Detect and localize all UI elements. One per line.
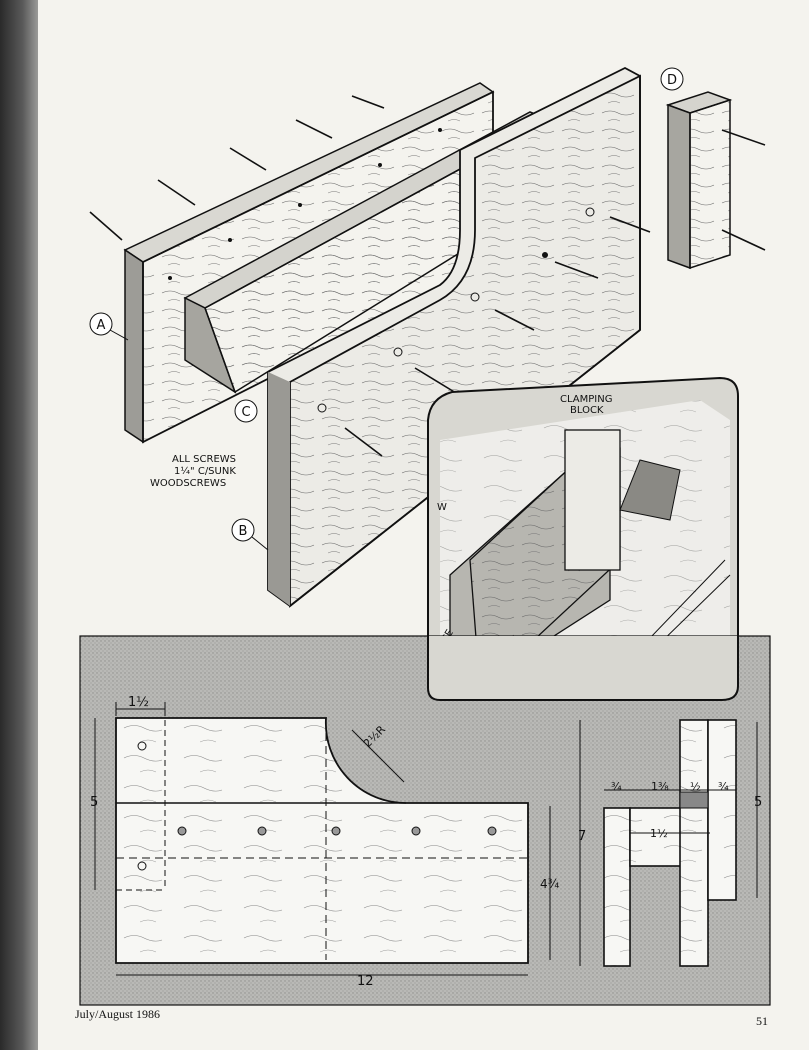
side-elevation	[579, 719, 758, 967]
svg-text:BLOCK: BLOCK	[570, 405, 604, 416]
svg-text:½: ½	[690, 780, 701, 793]
inset-detail	[427, 376, 739, 701]
svg-text:CLAMPING: CLAMPING	[560, 394, 612, 405]
svg-text:1⅜: 1⅜	[651, 780, 669, 793]
svg-text:1½: 1½	[650, 827, 668, 840]
svg-text:W: W	[437, 502, 447, 513]
svg-text:1½: 1½	[128, 695, 149, 710]
svg-text:5: 5	[90, 795, 98, 810]
screws-a	[89, 95, 385, 241]
svg-text:C: C	[241, 405, 250, 420]
svg-text:B: B	[239, 524, 248, 539]
svg-text:¾: ¾	[718, 780, 729, 793]
svg-text:WOODSCREWS: WOODSCREWS	[150, 478, 226, 489]
callout-a: A	[89, 312, 129, 341]
page-number: 51	[756, 1014, 768, 1028]
part-d-block	[665, 91, 766, 270]
callout-c: C	[234, 399, 258, 423]
svg-text:1¼" C/SUNK: 1¼" C/SUNK	[174, 465, 236, 477]
svg-text:12: 12	[357, 974, 374, 989]
book-spine-shadow	[0, 0, 38, 1050]
svg-text:D: D	[667, 73, 677, 88]
svg-text:ALL SCREWS: ALL SCREWS	[172, 454, 236, 465]
svg-text:4¾: 4¾	[540, 877, 560, 891]
svg-text:A: A	[97, 318, 106, 333]
svg-text:¾: ¾	[611, 780, 622, 793]
svg-text:7: 7	[578, 829, 586, 844]
part-b-panel	[267, 66, 641, 608]
callout-b: B	[231, 518, 269, 551]
screws-note: ALL SCREWS 1¼" C/SUNK WOODSCREWS	[150, 454, 236, 489]
front-elevation	[115, 717, 529, 964]
issue-date: July/August 1986	[75, 1007, 161, 1021]
callout-d: D	[660, 67, 684, 91]
front-dimensions	[94, 702, 551, 976]
svg-text:5: 5	[754, 795, 762, 810]
side-dimension-labels: ¾ 1⅜ ½ ¾ 1½ 7 5	[578, 780, 762, 844]
screws-b	[344, 216, 651, 457]
